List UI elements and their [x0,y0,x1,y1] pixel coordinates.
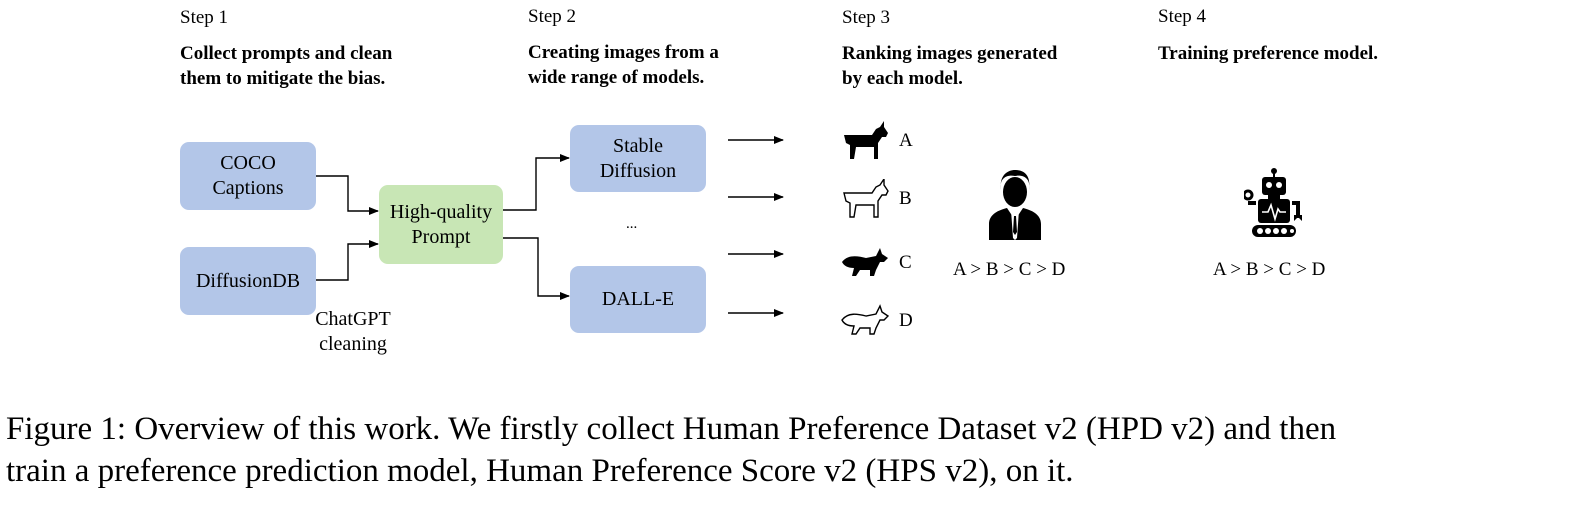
step-1-desc-line-1: Collect prompts and clean [180,43,393,64]
fox-filled-icon [842,248,888,276]
stable-diffusion-box: Stable Diffusion [570,125,706,192]
high-quality-prompt-box: High-quality Prompt [379,185,503,264]
step-2-label: Step 2 [528,6,577,27]
coco-captions-line-2: Captions [212,177,284,199]
image-b-label: B [899,188,912,209]
step-3-description: Ranking images generated by each model. [842,41,1057,91]
arrow-prompt-to-dalle [503,237,570,300]
step-3-label: Step 3 [842,7,891,28]
step-3-desc-line-2: by each model. [842,68,963,89]
image-d-label: D [899,310,913,331]
step-2-desc-line-1: Creating images from a [528,42,719,63]
goat-outline-icon [843,179,889,218]
diffusiondb-box: DiffusionDB [180,247,316,315]
fox-outline-icon [841,304,890,335]
human-annotator-icon [989,170,1041,240]
stable-diffusion-line-2: Diffusion [599,159,677,182]
arrow-coco-to-prompt [316,175,379,215]
step-1-label: Step 1 [180,7,229,28]
chatgpt-cleaning-line-2: cleaning [319,333,387,355]
human-ranking-text: A > B > C > D [953,259,1066,280]
stable-diffusion-line-1: Stable [613,134,663,157]
figure-caption-line-1: Figure 1: Overview of this work. We firs… [6,411,1337,447]
step-2-description: Creating images from a wide range of mod… [528,40,719,90]
coco-captions-box: COCO Captions [180,142,316,210]
arrow-diffusiondb-to-prompt [316,240,379,281]
step-4-label: Step 4 [1158,6,1207,27]
more-models-ellipsis: ... [626,216,638,232]
model-ranking-text: A > B > C > D [1213,259,1326,280]
dalle-label: DALL-E [601,288,675,310]
arrow-prompt-to-stable-diffusion [503,154,570,211]
step-1-description: Collect prompts and clean them to mitiga… [180,41,392,91]
goat-filled-icon [844,121,888,159]
chatgpt-cleaning-line-1: ChatGPT [315,308,391,330]
image-a-label: A [899,130,913,151]
high-quality-prompt-line-1: High-quality [389,200,493,223]
figure-caption-line-2: train a preference prediction model, Hum… [6,453,1074,489]
coco-captions-line-1: COCO [220,152,276,174]
robot-model-icon [1244,168,1302,237]
dalle-box: DALL-E [570,266,706,333]
step-2-desc-line-2: wide range of models. [528,67,705,88]
chatgpt-cleaning-label: ChatGPT cleaning [312,307,394,357]
diffusiondb-label: DiffusionDB [195,269,301,292]
high-quality-prompt-line-2: Prompt [411,225,471,248]
step-1-desc-line-2: them to mitigate the bias. [180,68,386,89]
step-3-desc-line-1: Ranking images generated [842,43,1058,64]
step-4-description: Training preference model. [1158,41,1378,66]
step-4-desc-line-1: Training preference model. [1158,43,1379,64]
image-c-label: C [899,252,912,273]
